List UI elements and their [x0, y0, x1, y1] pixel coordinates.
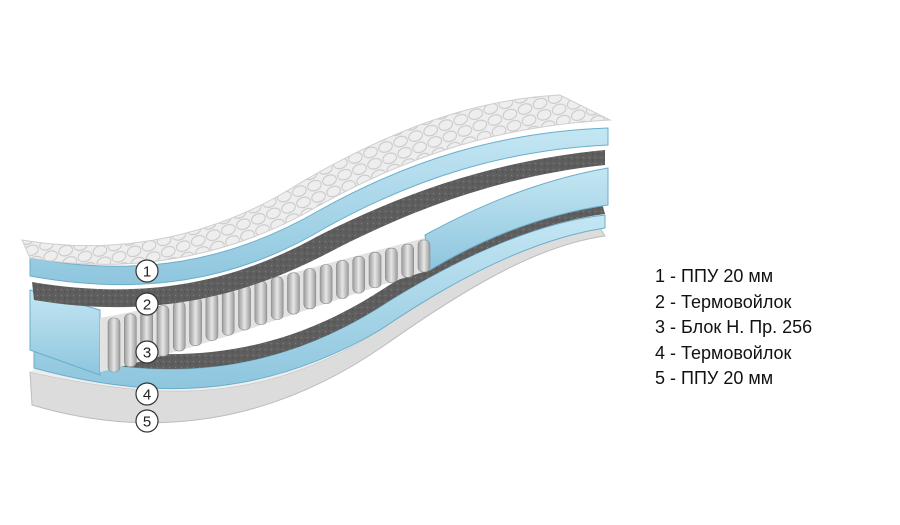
foam-top: [29, 127, 609, 286]
spring-column: [352, 256, 366, 294]
svg-text:1: 1: [143, 264, 151, 281]
legend-item-2: 2 - Термовойлок: [655, 291, 792, 312]
spring-column: [270, 276, 284, 320]
spring-column: [221, 288, 235, 336]
spring-column: [107, 317, 121, 373]
svg-text:2: 2: [143, 297, 151, 314]
layer-marker-5: 5: [135, 409, 159, 433]
layer-marker-4: 4: [135, 382, 159, 406]
quilted-cover: [21, 94, 612, 265]
spring-column: [205, 293, 219, 341]
spring-column: [124, 313, 137, 368]
legend-item-4: 4 - Термовойлок: [655, 342, 792, 363]
layer-marker-2: 2: [135, 292, 159, 316]
layer-marker-3: 3: [135, 340, 159, 364]
layer-marker-1: 1: [135, 259, 159, 283]
spring-column: [254, 280, 268, 325]
spring-column: [417, 239, 431, 273]
spring-columns: [107, 239, 431, 373]
svg-text:5: 5: [143, 414, 151, 431]
legend-item-3: 3 - Блок Н. Пр. 256: [655, 317, 813, 337]
layers-legend: 1 - ППУ 20 мм 2 - Термовойлок 3 - Блок Н…: [655, 264, 812, 392]
spring-column: [401, 243, 414, 278]
foam-side-block-right: [424, 167, 609, 271]
spring-column: [287, 272, 300, 315]
spring-column: [336, 260, 349, 299]
spring-column: [368, 252, 382, 289]
spring-column: [238, 284, 251, 331]
legend-item-1: 1 - ППУ 20 мм: [655, 266, 774, 286]
svg-text:4: 4: [143, 387, 151, 404]
spring-column: [303, 268, 317, 310]
legend-item-5: 5 - ППУ 20 мм: [655, 368, 774, 388]
spring-column: [385, 247, 398, 283]
felt-upper: [32, 150, 605, 308]
svg-text:3: 3: [143, 345, 151, 362]
spring-column: [172, 301, 186, 352]
spring-column: [189, 297, 202, 346]
spring-column: [319, 264, 333, 304]
spring-column: [156, 305, 170, 357]
